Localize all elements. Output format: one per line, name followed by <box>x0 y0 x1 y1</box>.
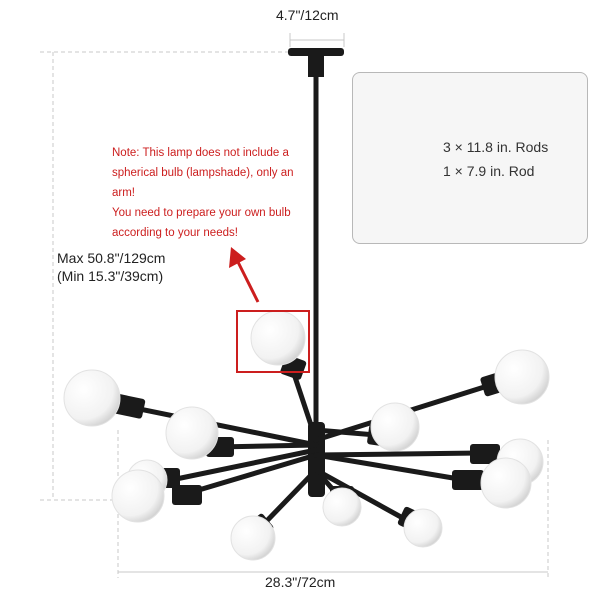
center-hub <box>308 422 325 497</box>
canopy <box>288 48 344 77</box>
overall-width-label: 28.3"/72cm <box>265 574 336 590</box>
canopy-width-label: 4.7"/12cm <box>276 7 339 23</box>
arrow <box>229 247 260 303</box>
note-text-2: You need to prepare your own bulb accord… <box>112 207 291 239</box>
bulbs <box>63 310 550 561</box>
highlight-box <box>236 310 310 373</box>
height-max-label: Max 50.8"/129cm <box>57 250 166 266</box>
rods-line-2: 1 × 7.9 in. Rod <box>443 163 535 179</box>
height-min-label: (Min 15.3"/39cm) <box>57 268 164 284</box>
note-text-1: Note: This lamp does not include a spher… <box>112 147 294 199</box>
rods-panel <box>352 72 588 244</box>
rods-line-1: 3 × 11.8 in. Rods <box>443 139 549 155</box>
